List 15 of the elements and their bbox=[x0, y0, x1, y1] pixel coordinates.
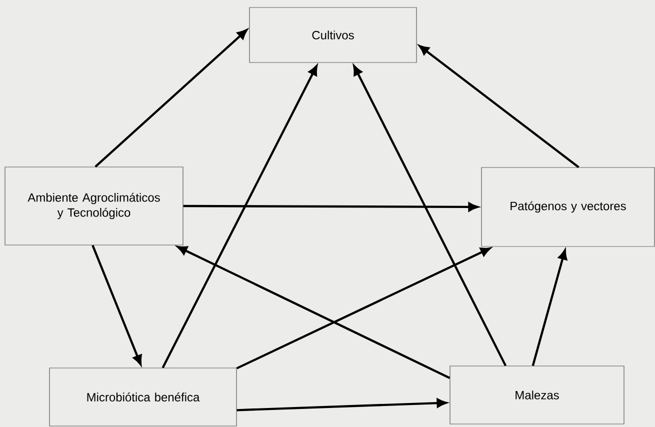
box: Patógenos y vectores bbox=[481, 167, 655, 247]
box: Malezas bbox=[450, 366, 624, 424]
arrow bbox=[236, 247, 491, 370]
box: Microbiótica benéfica bbox=[49, 368, 237, 426]
arrow bbox=[532, 250, 568, 366]
box: Ambiente Agroclimáticos y Tecnológico bbox=[4, 166, 184, 246]
arrow bbox=[92, 244, 142, 366]
arrow bbox=[183, 202, 478, 212]
box: Cultivos bbox=[249, 7, 417, 63]
arrow bbox=[236, 398, 447, 412]
arrow bbox=[177, 246, 450, 380]
arrow bbox=[94, 29, 248, 168]
arrow bbox=[418, 45, 580, 168]
arrow bbox=[162, 65, 318, 368]
arrow bbox=[353, 65, 507, 366]
